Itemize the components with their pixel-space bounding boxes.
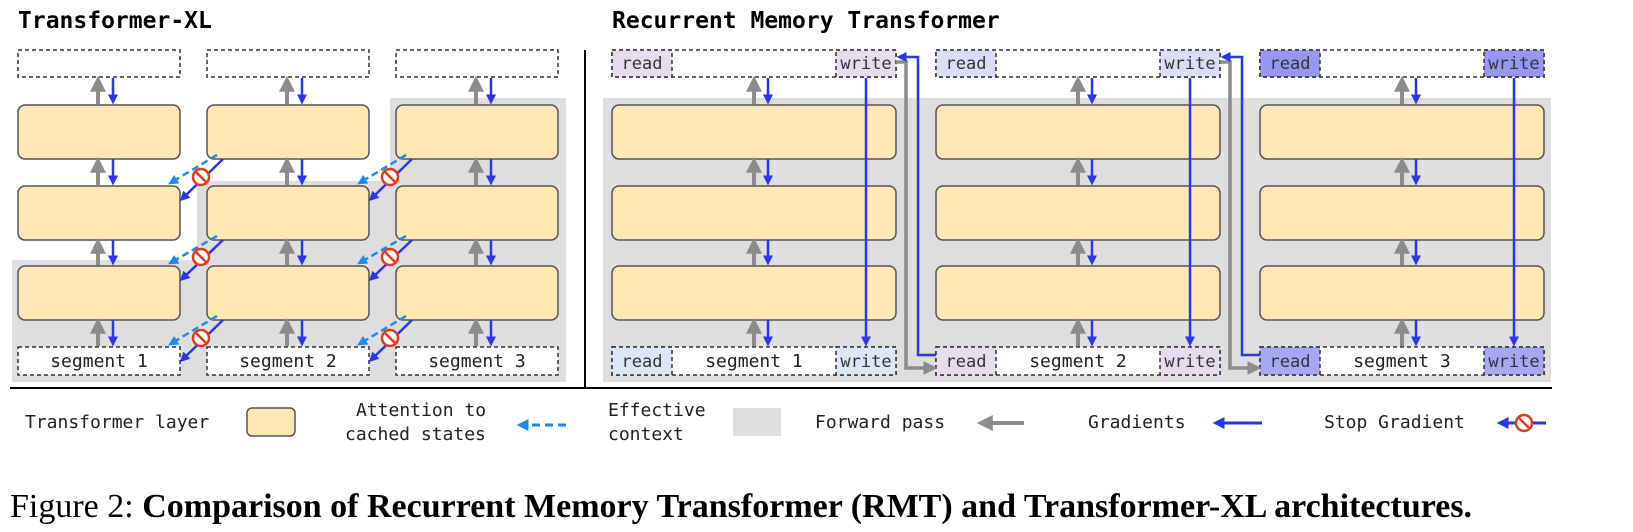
transformer-layer bbox=[1259, 104, 1545, 160]
output-box bbox=[17, 49, 181, 78]
memory-forward-arrow bbox=[1220, 60, 1262, 375]
transformer-layer bbox=[1259, 185, 1545, 241]
write-memory-input bbox=[835, 346, 897, 376]
transformer-layer bbox=[1259, 265, 1545, 321]
legend-label: cached states bbox=[345, 424, 486, 445]
segment-label: segment 2 bbox=[1029, 351, 1127, 372]
legend-label: Gradients bbox=[1088, 412, 1186, 433]
write-label: write bbox=[1488, 54, 1539, 74]
write-label: write bbox=[1488, 352, 1539, 372]
segment-label: segment 2 bbox=[239, 351, 337, 372]
write-memory-input bbox=[1483, 346, 1545, 376]
read-label: read bbox=[622, 352, 663, 372]
stop-gradient-icon bbox=[191, 328, 211, 348]
legend-label: context bbox=[608, 424, 684, 445]
stop-gradient-icon bbox=[191, 167, 211, 187]
write-memory-output bbox=[835, 49, 897, 78]
legend-layer-swatch bbox=[246, 407, 296, 437]
read-label: read bbox=[622, 54, 663, 74]
transformer-layer bbox=[17, 265, 181, 321]
stop-gradient-icon bbox=[380, 247, 400, 267]
memory-forward-arrow bbox=[896, 60, 938, 375]
legend: Transformer layer Attention to cached st… bbox=[25, 400, 1546, 445]
write-label: write bbox=[1164, 352, 1215, 372]
legend-label: Forward pass bbox=[815, 412, 945, 433]
legend-context-swatch bbox=[733, 408, 781, 436]
attention-arrow bbox=[357, 234, 407, 265]
transformer-layer bbox=[935, 185, 1221, 241]
legend-label: Effective bbox=[608, 400, 706, 421]
read-label: read bbox=[1270, 54, 1311, 74]
write-label: write bbox=[840, 352, 891, 372]
output-box bbox=[206, 49, 370, 78]
write-memory-output bbox=[1159, 49, 1221, 78]
legend-label: Attention to bbox=[356, 400, 486, 421]
segment-label: segment 3 bbox=[1353, 351, 1451, 372]
architecture-diagram: Transformer-XL Recurrent Memory Transfor… bbox=[10, 8, 1552, 445]
transformer-layer bbox=[935, 265, 1221, 321]
transformer-layer bbox=[17, 185, 181, 241]
segment-box bbox=[395, 346, 559, 376]
read-memory-input bbox=[611, 346, 673, 376]
stop-gradient-icon bbox=[1514, 413, 1534, 433]
transformer-layer bbox=[395, 265, 559, 321]
stop-gradient-icon bbox=[380, 328, 400, 348]
read-label: read bbox=[946, 54, 987, 74]
transformer-layer bbox=[206, 104, 370, 160]
legend-label: Transformer layer bbox=[25, 412, 209, 433]
read-label: read bbox=[1270, 352, 1311, 372]
attention-arrow bbox=[357, 153, 407, 185]
read-label: read bbox=[946, 352, 987, 372]
write-label: write bbox=[840, 54, 891, 74]
title-rmt: Recurrent Memory Transformer bbox=[612, 8, 1000, 34]
write-label: write bbox=[1164, 54, 1215, 74]
memory-gradient-arrow bbox=[896, 52, 936, 357]
read-memory-output bbox=[1259, 49, 1321, 78]
stop-gradient-icon bbox=[380, 167, 400, 187]
figure-caption: Figure 2: Comparison of Recurrent Memory… bbox=[10, 488, 1630, 526]
transformer-layer bbox=[395, 104, 559, 160]
write-memory-output bbox=[1483, 49, 1545, 78]
title-transformer-xl: Transformer-XL bbox=[18, 8, 212, 34]
transformer-layer bbox=[206, 265, 370, 321]
attention-arrow bbox=[357, 314, 407, 346]
legend-label: Stop Gradient bbox=[1324, 412, 1465, 433]
write-memory-input bbox=[1159, 346, 1221, 376]
attention-arrow bbox=[168, 314, 218, 346]
transformer-layer bbox=[611, 104, 897, 160]
read-memory-output bbox=[611, 49, 673, 78]
read-memory-output bbox=[935, 49, 997, 78]
transformer-layer bbox=[17, 104, 181, 160]
transformer-layer bbox=[935, 104, 1221, 160]
read-memory-input bbox=[935, 346, 997, 376]
segment-label: segment 1 bbox=[705, 351, 803, 372]
transformer-layer bbox=[611, 265, 897, 321]
attention-arrow bbox=[168, 153, 218, 185]
figure-label: Figure 2: bbox=[10, 488, 134, 525]
transformer-layer bbox=[395, 185, 559, 241]
figure-title: Comparison of Recurrent Memory Transform… bbox=[142, 488, 1473, 525]
attention-arrow bbox=[168, 234, 218, 265]
segment-label: segment 3 bbox=[428, 351, 526, 372]
transformer-layer bbox=[206, 185, 370, 241]
output-box bbox=[395, 49, 559, 78]
memory-gradient-arrow bbox=[1220, 52, 1260, 357]
transformer-layer bbox=[611, 185, 897, 241]
segment-label: segment 1 bbox=[50, 351, 148, 372]
stop-gradient-icon bbox=[191, 247, 211, 267]
